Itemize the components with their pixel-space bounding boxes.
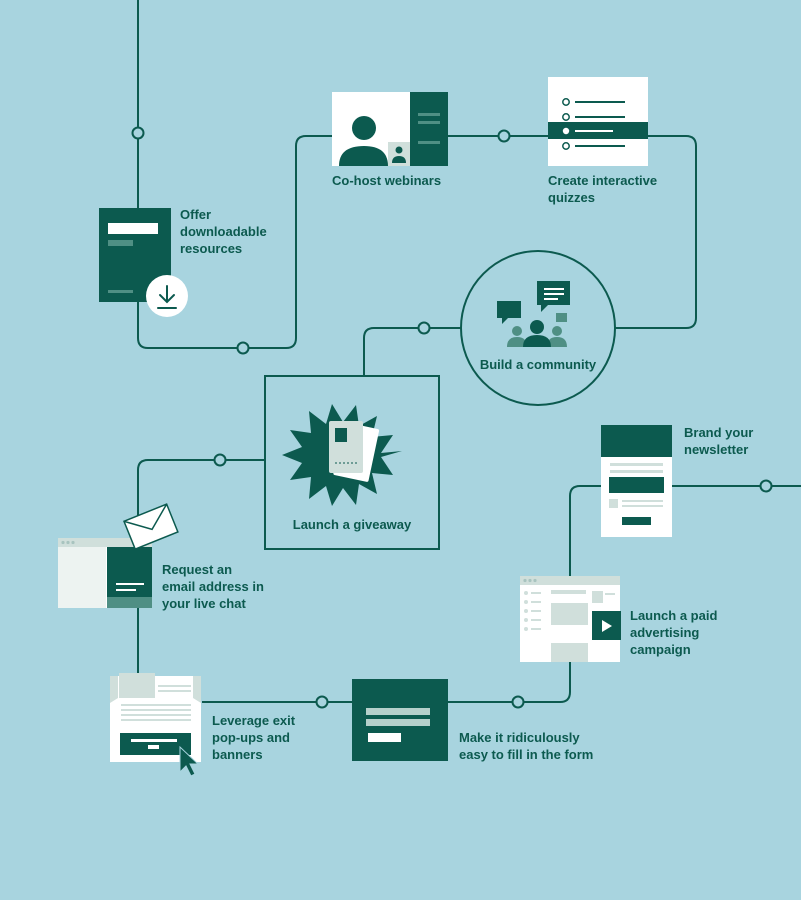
download-icon (146, 275, 188, 317)
connector-quizzes-community (615, 135, 697, 329)
connector-form-ad (448, 662, 571, 703)
resources-illustration (99, 208, 188, 317)
label-offer-resources: Offer downloadable resources (180, 207, 267, 256)
connector-community-giveaway (363, 327, 462, 376)
label-launch-giveaway: Launch a giveaway (292, 517, 412, 532)
connector-dot (759, 479, 773, 493)
popups-illustration (110, 673, 201, 777)
connector-resources-webinars (137, 135, 332, 349)
newsletter-icon (601, 425, 672, 537)
label-exit-popups: Leverage exit pop-ups and banners (212, 713, 296, 762)
giveaway-illustration (264, 375, 440, 550)
webinars-illustration (332, 92, 448, 166)
connector-dot (497, 129, 511, 143)
label-request-email: Request an email address in your live ch… (162, 562, 264, 611)
community-illustration (460, 250, 616, 406)
checklist-icon (562, 98, 625, 150)
quizzes-illustration (548, 77, 648, 166)
label-build-community: Build a community (479, 357, 597, 372)
label-brand-newsletter: Brand your newsletter (684, 425, 754, 457)
label-easy-form: Make it ridiculously easy to fill in the… (459, 730, 594, 762)
gift-card-icon (329, 421, 380, 482)
newsletter-illustration (601, 425, 672, 537)
person-icon (339, 116, 388, 166)
label-cohost-webinars: Co-host webinars (332, 173, 442, 188)
envelope-icon (123, 503, 179, 551)
connector-dot (213, 453, 227, 467)
chat-illustration (58, 503, 179, 608)
connector-dot (131, 126, 145, 140)
connector-dot (417, 321, 431, 335)
cursor-icon (179, 745, 200, 777)
connector-ad-newsletter (569, 485, 601, 576)
people-chat-icon (497, 281, 570, 347)
connector-dot (511, 695, 525, 709)
label-paid-advertising: Launch a paid advertising campaign (630, 608, 718, 657)
connector-lines (137, 0, 801, 703)
play-icon (592, 611, 621, 640)
label-interactive-quizzes: Create interactive quizzes (548, 173, 658, 205)
advertising-illustration (520, 576, 621, 662)
connector-giveaway-chat (137, 459, 265, 538)
connector-dot (236, 341, 250, 355)
connector-dots (131, 126, 773, 709)
connector-dot (315, 695, 329, 709)
form-illustration (352, 679, 448, 761)
form-icon (352, 679, 448, 761)
